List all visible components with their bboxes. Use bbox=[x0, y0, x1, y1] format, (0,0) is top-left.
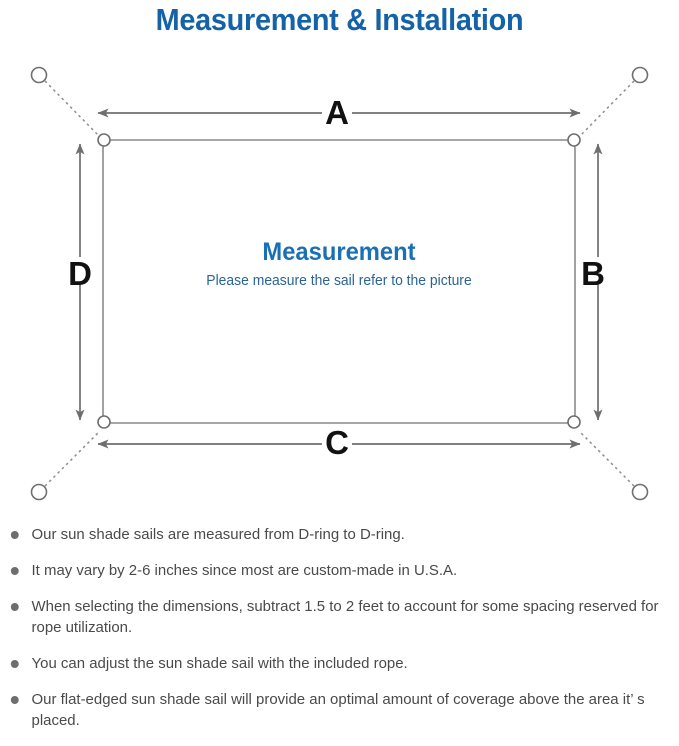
list-item: You can adjust the sun shade sail with t… bbox=[0, 653, 669, 674]
list-item: When selecting the dimensions, subtract … bbox=[0, 596, 669, 638]
dimension-label-c: C bbox=[325, 424, 349, 461]
dimension-label-b: B bbox=[581, 255, 605, 292]
sail-panel bbox=[102, 139, 576, 424]
dotted-rope-line bbox=[44, 80, 635, 487]
bullet-icon bbox=[10, 696, 19, 704]
list-item: It may vary by 2-6 inches since most are… bbox=[0, 560, 669, 581]
bullet-icon bbox=[10, 567, 19, 575]
dimension-label-a: A bbox=[325, 94, 349, 131]
anchor-ring-icon bbox=[30, 66, 649, 501]
measurement-diagram: Measurement Please measure the sail refe… bbox=[0, 52, 679, 512]
list-item-text: When selecting the dimensions, subtract … bbox=[31, 598, 659, 636]
list-item-text: You can adjust the sun shade sail with t… bbox=[31, 655, 408, 672]
list-item-text: Our flat-edged sun shade sail will provi… bbox=[31, 691, 645, 729]
list-item-text: It may vary by 2-6 inches since most are… bbox=[31, 562, 458, 579]
d-ring-icon bbox=[97, 133, 581, 429]
diagram-svg bbox=[30, 66, 649, 501]
list-item: Our sun shade sails are measured from D-… bbox=[0, 524, 669, 545]
notes-list: Our sun shade sails are measured from D-… bbox=[0, 524, 679, 746]
bullet-icon bbox=[10, 531, 19, 539]
dimension-label-d: D bbox=[68, 255, 92, 292]
list-item: Our flat-edged sun shade sail will provi… bbox=[0, 689, 669, 731]
list-item-text: Our sun shade sails are measured from D-… bbox=[31, 526, 405, 543]
page-title: Measurement & Installation bbox=[155, 2, 524, 37]
bullet-icon bbox=[10, 603, 19, 611]
bullet-icon bbox=[10, 660, 19, 668]
